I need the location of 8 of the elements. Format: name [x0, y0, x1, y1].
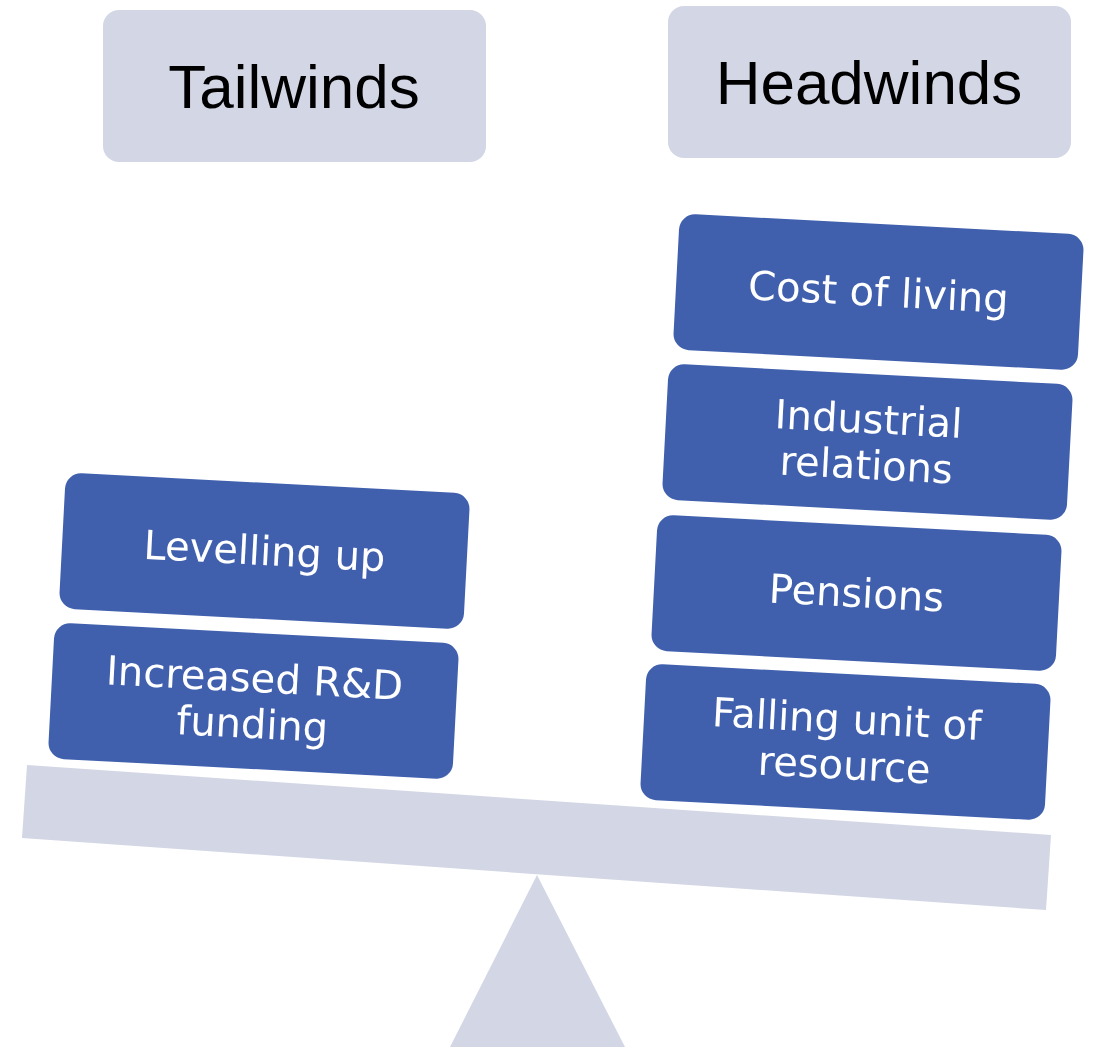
factor-box: Cost of living — [672, 213, 1084, 371]
factor-box: Levelling up — [58, 472, 470, 630]
factor-box: Increased R&D funding — [47, 622, 459, 780]
factor-box: Industrial relations — [661, 363, 1073, 521]
factor-box: Pensions — [650, 514, 1062, 672]
column-heading: Tailwinds — [102, 10, 486, 162]
column-heading: Headwinds — [667, 6, 1071, 158]
factor-box: Falling unit of resource — [639, 663, 1051, 821]
